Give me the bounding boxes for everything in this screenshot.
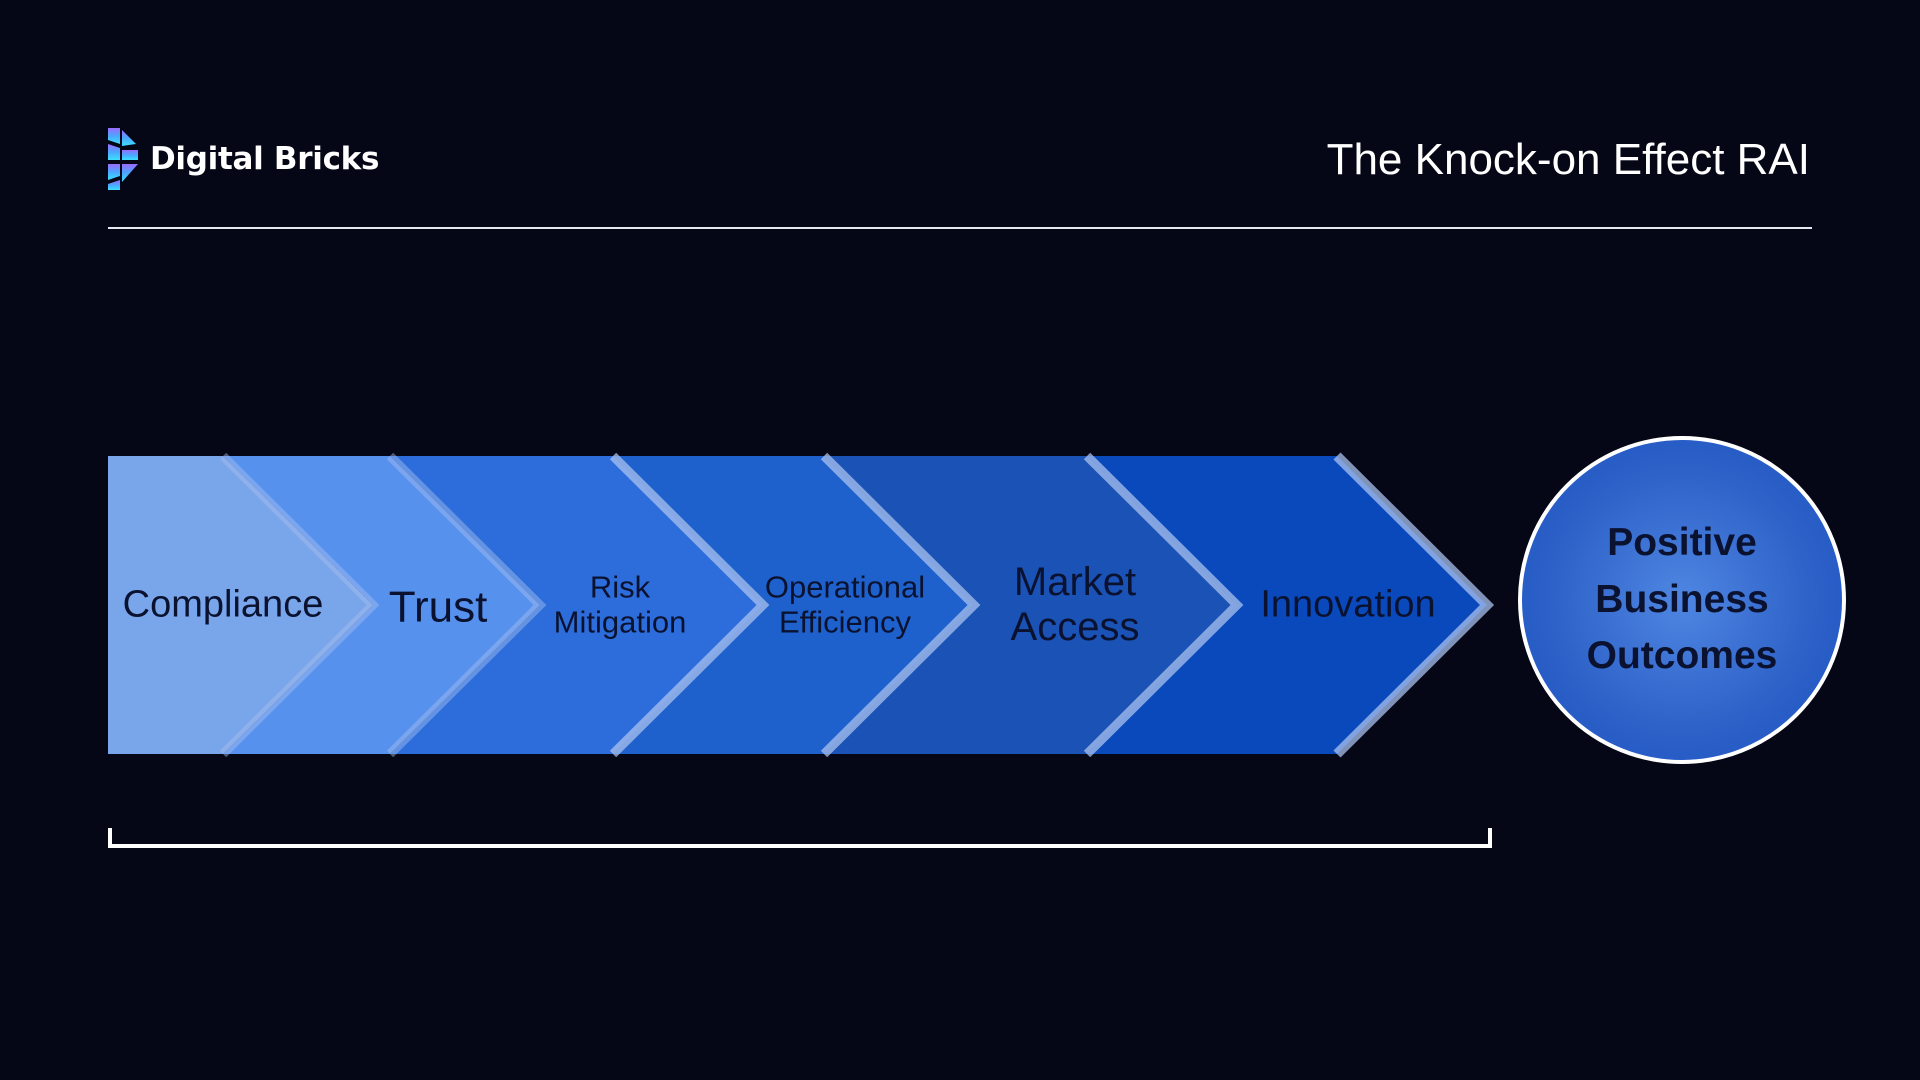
chevron-separator-4 [820, 452, 981, 758]
chevron-label-4: Operational Efficiency [764, 569, 926, 639]
header-divider [108, 227, 1812, 229]
chevron-label-5: Market Access [1010, 560, 1140, 649]
brand-name: Digital Bricks [150, 140, 380, 177]
chevron-step-4 [613, 456, 974, 754]
chevron-step-5 [824, 456, 1237, 754]
digital-bricks-logo-icon [108, 128, 138, 190]
slide-title: The Knock-on Effect RAI [1326, 135, 1810, 184]
chevron-label-3: Risk Mitigation [553, 569, 687, 639]
chevron-separator-6 [1333, 452, 1495, 758]
chevron-step-6 [1087, 456, 1487, 754]
chevron-separator-3 [609, 452, 770, 758]
chevron-step-1 [108, 456, 373, 754]
outcome-label: Positive Business Outcomes [1586, 521, 1778, 678]
chevron-separator-1 [219, 452, 380, 758]
chevron-step-2 [223, 456, 540, 754]
chevron-label-1: Compliance [122, 583, 324, 626]
chevron-label-6: Innovation [1260, 583, 1436, 626]
chevron-label-2: Trust [388, 582, 488, 632]
bottom-bracket [108, 828, 1492, 848]
brand-logo: Digital Bricks [106, 126, 379, 192]
outcome-circle: Positive Business Outcomes [1518, 436, 1846, 764]
chevron-separator-2 [386, 452, 547, 758]
chevron-separator-5 [1083, 452, 1244, 758]
chevron-step-3 [390, 456, 763, 754]
